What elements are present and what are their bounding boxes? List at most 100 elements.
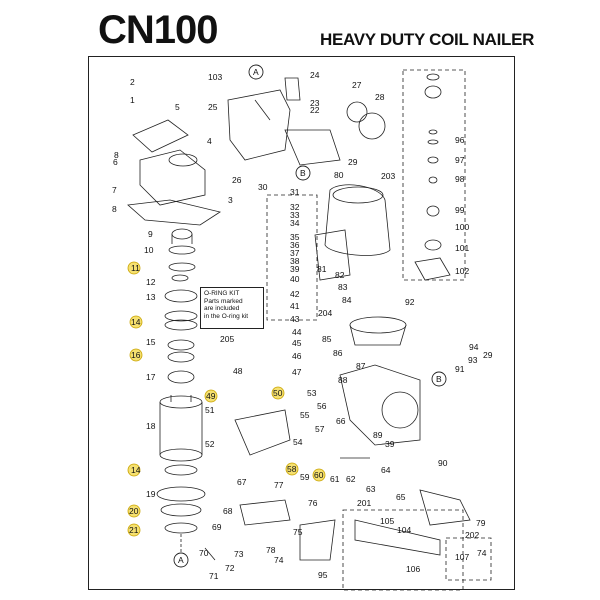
- part-label-29: 29: [348, 157, 358, 167]
- part-label-47: 47: [292, 367, 302, 377]
- part-label-107: 107: [455, 552, 469, 562]
- part-label-66: 66: [336, 416, 346, 426]
- cylinder-cap-drawing: [139, 149, 206, 206]
- part-label-64: 64: [381, 465, 391, 475]
- part-label-74a: 74: [274, 555, 284, 565]
- part-label-204: 204: [318, 308, 332, 318]
- part-label-91: 91: [455, 364, 465, 374]
- part-label-68: 68: [223, 506, 233, 516]
- marker-label-a-top: A: [253, 67, 259, 77]
- part-label-59: 59: [300, 472, 310, 482]
- part-drawings: [127, 69, 492, 591]
- part-label-12: 12: [146, 277, 156, 287]
- part-202-frame: [445, 537, 492, 581]
- base-gasket-drawing: [127, 199, 221, 226]
- part-label-86: 86: [333, 348, 343, 358]
- part-label-97: 97: [455, 155, 465, 165]
- model-title: CN100: [98, 8, 219, 52]
- part-label-79: 79: [476, 518, 486, 528]
- section-markers: [173, 64, 447, 568]
- part-label-67: 67: [237, 477, 247, 487]
- part-label-39b: 39: [385, 439, 395, 449]
- part-label-205: 205: [220, 334, 234, 344]
- part-label-25: 25: [208, 102, 218, 112]
- part-label-81: 81: [317, 264, 327, 274]
- kit-note-line3: in the O-ring kit: [204, 312, 249, 320]
- part-label-8b: 8: [114, 150, 119, 160]
- part-label-9: 9: [148, 229, 153, 239]
- part-label-42: 42: [290, 289, 300, 299]
- part-label-20: 20: [129, 506, 139, 516]
- part-label-1: 1: [130, 95, 135, 105]
- part-label-105: 105: [380, 516, 394, 526]
- part-label-37: 37: [290, 248, 300, 258]
- part-label-54: 54: [293, 437, 303, 447]
- part-label-32: 32: [290, 202, 300, 212]
- part-label-202: 202: [465, 530, 479, 540]
- marker-label-a-bottom: A: [178, 555, 184, 565]
- part-label-87: 87: [356, 361, 366, 371]
- part-label-50: 50: [273, 388, 283, 398]
- part-label-63: 63: [366, 484, 376, 494]
- valve-body-drawing: [234, 409, 291, 456]
- part-label-73: 73: [234, 549, 244, 559]
- part-label-15: 15: [146, 337, 156, 347]
- part-label-21: 21: [129, 525, 139, 535]
- part-label-45: 45: [292, 338, 302, 348]
- part-label-28: 28: [375, 92, 385, 102]
- part-label-70: 70: [199, 548, 209, 558]
- spring-drawing: [168, 245, 196, 255]
- part-label-58: 58: [287, 464, 297, 474]
- o-ring-kit-note: O-RING KIT Parts marked are included in …: [200, 287, 264, 329]
- part-label-56: 56: [317, 401, 327, 411]
- lower-guard-drawing: [419, 489, 471, 526]
- part-label-94: 94: [469, 342, 479, 352]
- handle-drawing: [284, 129, 341, 166]
- part-label-71: 71: [209, 571, 219, 581]
- part-label-98: 98: [455, 174, 465, 184]
- part-label-36: 36: [290, 240, 300, 250]
- part-label-41: 41: [290, 301, 300, 311]
- part-label-43: 43: [290, 314, 300, 324]
- part-label-39: 39: [290, 264, 300, 274]
- part-label-27: 27: [352, 80, 362, 90]
- part-label-201: 201: [357, 498, 371, 508]
- trigger-assembly-frame: [342, 509, 464, 591]
- gasket-drawing: [132, 119, 189, 153]
- part-label-99: 99: [455, 205, 465, 215]
- part-label-22: 22: [310, 105, 320, 115]
- kit-note-line2: are included: [204, 305, 240, 312]
- part-label-14b: 14: [131, 465, 141, 475]
- feeder-drawing: [339, 364, 421, 446]
- part-label-102: 102: [455, 266, 469, 276]
- highlight-dots: [127, 261, 326, 537]
- section-marker-b-lower: [431, 371, 447, 387]
- part-label-77: 77: [274, 480, 284, 490]
- part-label-89: 89: [373, 430, 383, 440]
- part-label-31: 31: [290, 187, 300, 197]
- part-label-51: 51: [205, 405, 215, 415]
- part-label-88: 88: [338, 375, 348, 385]
- part-label-30: 30: [258, 182, 268, 192]
- part-label-53: 53: [307, 388, 317, 398]
- kit-note-line1: Parts marked: [204, 297, 243, 305]
- part-label-80: 80: [334, 170, 344, 180]
- part-label-75: 75: [293, 527, 303, 537]
- valve-column-frame: [402, 69, 466, 281]
- magazine-drawing: [324, 184, 391, 256]
- bumper-drawing: [171, 228, 193, 240]
- part-label-95: 95: [318, 570, 328, 580]
- part-label-57: 57: [315, 424, 325, 434]
- part-label-83: 83: [338, 282, 348, 292]
- part-label-76: 76: [308, 498, 318, 508]
- part-label-4: 4: [207, 136, 212, 146]
- part-label-11: 11: [131, 263, 140, 273]
- part-label-103: 103: [208, 72, 222, 82]
- section-marker-a-top: [248, 64, 264, 80]
- part-label-60: 60: [314, 470, 324, 480]
- part-label-69: 69: [212, 522, 222, 532]
- trigger-arm-drawing: [354, 519, 441, 556]
- marker-label-b-top: B: [300, 168, 306, 178]
- part-label-101: 101: [455, 243, 469, 253]
- canister-drawing: [349, 316, 407, 334]
